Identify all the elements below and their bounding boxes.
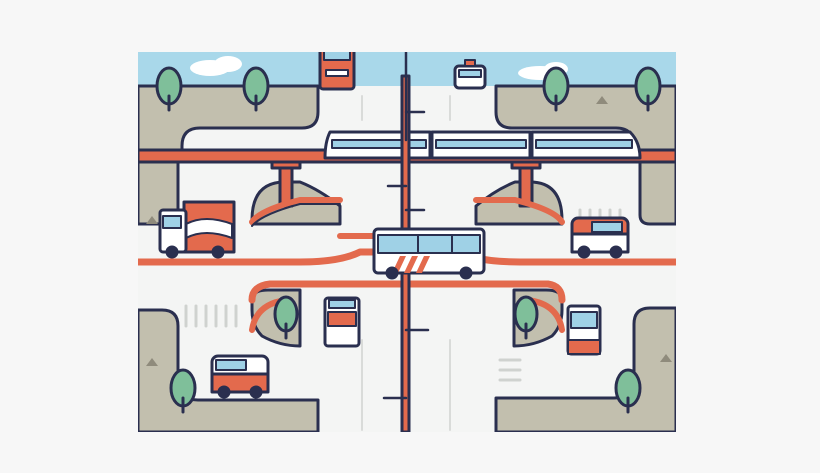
trees bbox=[155, 66, 662, 414]
tree-icon bbox=[634, 66, 662, 112]
bus-lower-right bbox=[566, 304, 602, 356]
tree-icon bbox=[614, 368, 642, 414]
train bbox=[323, 130, 642, 160]
tree-icon bbox=[513, 295, 539, 340]
tree-icon bbox=[169, 368, 197, 414]
taxi bbox=[453, 59, 487, 90]
clouds bbox=[190, 56, 568, 80]
ground-block-top-left bbox=[138, 84, 320, 152]
delivery-truck bbox=[158, 200, 236, 259]
lane-markings bbox=[361, 95, 451, 431]
van-lower-left bbox=[210, 354, 270, 399]
van-right bbox=[570, 216, 630, 259]
rocks bbox=[146, 96, 672, 366]
tree-icon bbox=[542, 66, 570, 112]
street-lamps bbox=[382, 52, 430, 400]
truck-lower-left bbox=[323, 296, 361, 348]
tree-icon bbox=[273, 295, 299, 340]
bus bbox=[372, 227, 486, 280]
tree-icon bbox=[155, 66, 183, 112]
top-truck bbox=[318, 52, 356, 91]
ground-strip-right bbox=[638, 160, 676, 226]
overpass-upper bbox=[249, 197, 565, 225]
tree-icon bbox=[242, 66, 270, 112]
